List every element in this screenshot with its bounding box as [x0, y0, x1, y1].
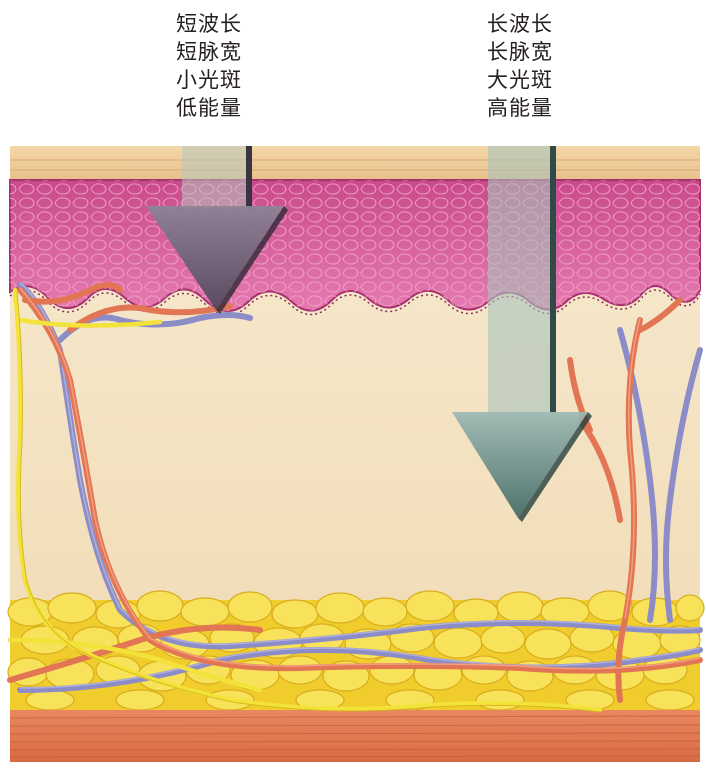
label-left-line-3: 小光斑: [176, 66, 242, 94]
label-left-line-1: 短波长: [176, 10, 242, 38]
muscle-layer: [10, 710, 700, 762]
label-long-wavelength: 长波长 长脉宽 大光斑 高能量: [487, 10, 553, 122]
label-right-line-2: 长脉宽: [487, 38, 553, 66]
label-right-line-1: 长波长: [487, 10, 553, 38]
stratum-corneum-layer: [10, 146, 700, 180]
label-left-line-2: 短脉宽: [176, 38, 242, 66]
label-left-line-4: 低能量: [176, 94, 242, 122]
label-short-wavelength: 短波长 短脉宽 小光斑 低能量: [176, 10, 242, 122]
label-right-line-3: 大光斑: [487, 66, 553, 94]
label-right-line-4: 高能量: [487, 94, 553, 122]
